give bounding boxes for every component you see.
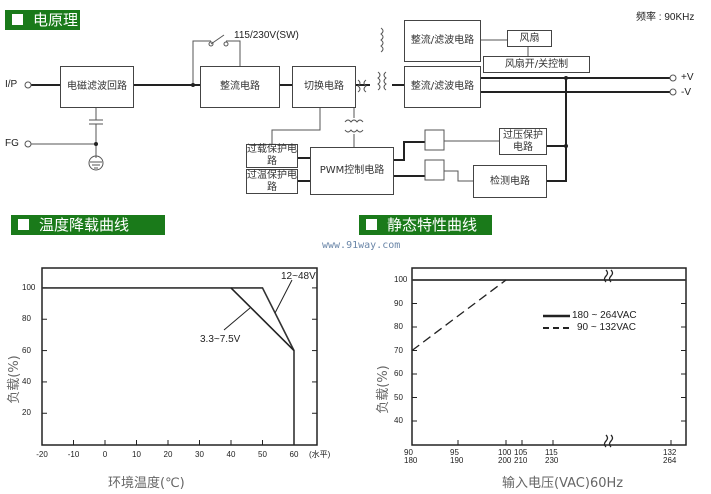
chart1-series-label-12-48v: 12~48V xyxy=(281,271,316,282)
chart1-callout-12-48v xyxy=(274,279,293,314)
terminal-ip: I/P xyxy=(5,79,18,90)
chart2-ytick-label: 90 xyxy=(394,298,403,308)
chart1-xtick-label: 10 xyxy=(132,450,141,459)
terminal-pos: +V xyxy=(681,72,694,83)
chart1-xunit: (水平) xyxy=(309,450,331,459)
chart1-xtick-label: 0 xyxy=(102,450,108,459)
chart1-xtick-label: -10 xyxy=(67,450,80,459)
chart1-callout-3-7v xyxy=(223,307,251,331)
chart1-xtick-label: 40 xyxy=(226,450,236,459)
chart1-ytick-label: 60 xyxy=(22,345,31,355)
switch-label: 115/230V(SW) xyxy=(234,30,299,41)
chart2-xtick-label-alt: 264 xyxy=(663,456,677,465)
chart2-xtick-label-alt: 180 xyxy=(404,456,418,465)
frequency-label: 频率 : 90KHz xyxy=(636,12,695,23)
section-header-static: 静态特性曲线 xyxy=(359,215,492,235)
block-emi-filter: 电磁滤波回路 xyxy=(60,66,134,108)
chart2-xtick-label: 132 xyxy=(663,448,677,457)
chart1-ylabel: 负载(%) xyxy=(6,355,22,404)
chart1-ytick-label: 40 xyxy=(22,376,31,386)
chart2-frame xyxy=(411,267,687,446)
block-overvoltage: 过压保护电路 xyxy=(499,128,547,155)
chart2-xtick-label-alt: 210 xyxy=(514,456,528,465)
chart2-ytick-label: 100 xyxy=(394,275,408,284)
chart1-xtick-label: 60 xyxy=(289,450,299,459)
block-overtemp: 过温保护电路 xyxy=(246,169,298,194)
chart1-series-line xyxy=(230,287,295,352)
chart2-legend-solid: 180 ~ 264VAC xyxy=(572,310,637,321)
block-rect-filter-main: 整流/滤波电路 xyxy=(404,66,481,108)
chart2-xtick-label: 105 xyxy=(514,448,528,457)
chart2-ylabel: 负载(%) xyxy=(375,365,391,414)
chart2-ytick-label: 80 xyxy=(394,322,403,331)
chart2-xtick-label-alt: 230 xyxy=(545,456,559,465)
block-fan-control: 风扇开/关控制 xyxy=(483,56,590,73)
chart1-xtick-label: 20 xyxy=(163,450,173,459)
chart2-xtick-label-alt: 190 xyxy=(450,456,464,465)
chart1-xlabel: 环境温度(℃) xyxy=(108,476,185,491)
axis-break-icon xyxy=(603,269,614,283)
axis-break-icon xyxy=(603,434,614,448)
chart2-ytick-label: 70 xyxy=(394,345,403,355)
chart2-xtick-label: 100 xyxy=(498,448,512,457)
chart2-ytick-label: 40 xyxy=(394,416,403,425)
block-pwm: PWM控制电路 xyxy=(310,147,394,195)
chart2-xlabel: 输入电压(VAC)60Hz xyxy=(502,476,624,491)
chart2-xtick-label: 115 xyxy=(545,448,558,457)
section-header-schematic: 电原理图 xyxy=(5,10,80,49)
chart2-ytick-label: 50 xyxy=(394,392,403,402)
chart1-series-label-3-7v: 3.3~7.5V xyxy=(200,334,241,345)
chart1-frame xyxy=(41,267,318,446)
chart2-xtick-label-alt: 200 xyxy=(498,456,512,465)
chart1-xtick-label: 30 xyxy=(195,450,204,459)
chart2-legend-dashed: 90 ~ 132VAC xyxy=(577,322,637,333)
section-header-derating: 温度降载曲线 xyxy=(11,215,165,235)
watermark: www.91way.com xyxy=(322,240,401,251)
chart1-xtick-label: 50 xyxy=(258,450,267,459)
chart1-series-line xyxy=(42,287,295,445)
chart1-xtick-label: -20 xyxy=(36,450,48,459)
chart2-xtick-label: 90 xyxy=(404,448,413,457)
block-switching: 切换电路 xyxy=(292,66,356,108)
schematic-wiring xyxy=(24,27,677,182)
chart2-series-dashed xyxy=(411,279,507,352)
chart2-xtick-label: 95 xyxy=(450,448,459,457)
block-detect: 检测电路 xyxy=(473,165,547,198)
block-overload: 过载保护电路 xyxy=(246,144,298,168)
terminal-neg: -V xyxy=(681,87,691,98)
chart1-ytick-label: 80 xyxy=(22,314,31,324)
chart1-ytick-label: 20 xyxy=(22,408,31,418)
block-rect-filter-aux: 整流/滤波电路 xyxy=(404,20,481,62)
block-rectifier: 整流电路 xyxy=(200,66,280,108)
chart1-ytick-label: 100 xyxy=(22,282,36,292)
chart2-ytick-label: 60 xyxy=(394,369,403,378)
terminal-fg: FG xyxy=(5,138,19,149)
block-fan: 风扇 xyxy=(507,30,552,47)
